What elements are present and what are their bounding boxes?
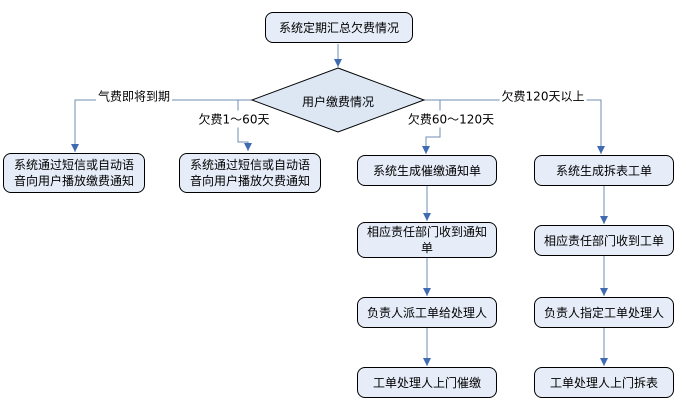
node-door-removal: 工单处理人上门拆表 [534,367,674,398]
node-dept-receive-notice: 相应责任部门收到通知单 [357,222,497,258]
node-door-collection: 工单处理人上门催缴 [357,367,497,398]
edge-label-days-60-120: 欠费60～120天 [405,110,497,128]
edge-due-soon [71,99,252,152]
node-start: 系统定期汇总欠费情况 [265,12,413,43]
node-designate-handler: 负责人指定工单处理人 [534,297,674,328]
node-sms-arrears-notice: 系统通过短信或自动语音向用户播放欠费通知 [179,153,321,193]
edge-label-days-1-60: 欠费1～60天 [196,110,272,128]
node-generate-removal-order: 系统生成拆表工单 [534,155,674,186]
decision-diamond-shape [250,67,426,133]
node-dept-receive-order: 相应责任部门收到工单 [534,225,674,256]
edge-label-days-120-plus: 欠费120天以上 [499,87,587,105]
node-decision: 用户缴费情况 [301,95,374,109]
node-generate-collection-notice: 系统生成催缴通知单 [357,155,497,186]
edge-days-120-plus [423,99,605,154]
edge-label-due-soon: 气费即将到期 [95,87,173,105]
node-assign-work-order: 负责人派工单给处理人 [357,297,497,328]
node-sms-payment-notice: 系统通过短信或自动语音向用户播放缴费通知 [3,153,145,193]
